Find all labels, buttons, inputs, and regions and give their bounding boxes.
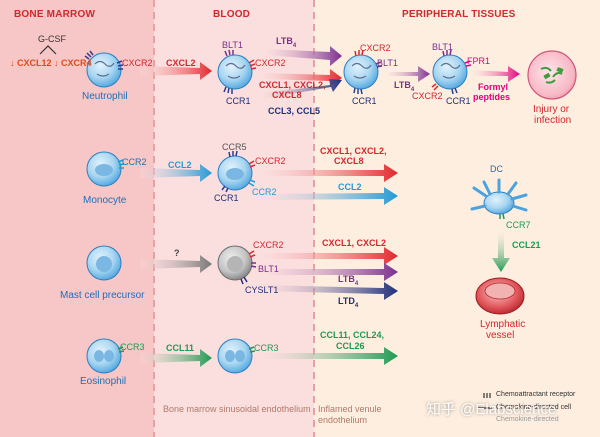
label-lymphatic: Lymphatic (480, 319, 526, 330)
injury-site (527, 50, 577, 100)
label-ccl-eos-1: CCL11, CCL24, (320, 330, 385, 340)
label-formyl: Formyl (478, 82, 509, 92)
neutrophil-blood-cell (217, 49, 257, 94)
arrow-cxcl-mix-monocyte (262, 164, 398, 182)
label-eosinophil: Eosinophil (80, 376, 127, 387)
mast-bm-cell (86, 245, 122, 281)
arrow-ltb4-top (265, 46, 342, 66)
eosinophil-bm-cell (86, 338, 125, 374)
label-cxcl-mast: CXCL1, CXCL2 (322, 238, 387, 248)
arrow-cxcl-mix-neutrophil (262, 69, 342, 87)
label-cxcl-mono-2: CXCL8 (334, 156, 364, 166)
label-ccr2-bm: CCR2 (122, 157, 147, 167)
label-monocyte: Monocyte (83, 195, 127, 206)
label-dc: DC (490, 164, 503, 174)
caption-bm-endothelium: Bone marrow sinusoidal endothelium (163, 404, 311, 414)
label-ltb4-mid: LTB4 (394, 80, 415, 93)
label-ccl11: CCL11 (166, 343, 195, 353)
label-blt1-blood: BLT1 (222, 40, 243, 50)
lymphatic-vessel (475, 277, 525, 315)
label-cxcr2-tissue-2: CXCR2 (412, 91, 443, 101)
gcsf-bracket (39, 45, 57, 55)
arrow-question-mast (140, 255, 212, 273)
label-peptides: peptides (473, 92, 511, 102)
neutrophil-tissue-cell-2 (431, 49, 472, 95)
label-cxcl12: ↓ CXCL12 (10, 58, 52, 68)
label-fpr1: FPR1 (467, 56, 491, 66)
header-blood: BLOOD (213, 9, 251, 20)
arrow-ccl21 (492, 232, 510, 272)
label-cxcl-mix-1: CXCL1, CXCL2, (259, 80, 326, 90)
mast-blood-cell (217, 245, 257, 285)
label-mast-cell: Mast cell precursor (60, 290, 145, 301)
bone-marrow-band (0, 0, 154, 437)
arrow-ltd4-mast (262, 282, 398, 300)
label-ccr1-blood: CCR1 (226, 96, 251, 106)
label-ccr1-mono: CCR1 (214, 193, 239, 203)
label-cxcr2-bm: CXCR2 (122, 58, 153, 68)
label-cxcr2-mast: CXCR2 (253, 240, 284, 250)
label-cyslt1: CYSLT1 (245, 285, 279, 295)
label-neutrophil: Neutrophil (82, 91, 128, 102)
neutrophil-tissue-cell-1 (343, 49, 383, 95)
arrow-cxcl2-neutrophil (140, 62, 212, 80)
label-blt1-tissue: BLT1 (377, 58, 398, 68)
label-cxcl-mono-1: CXCL1, CXCL2, (320, 146, 387, 156)
arrow-ccl2-tissue (262, 187, 398, 205)
header-bone-marrow: BONE MARROW (14, 9, 96, 20)
label-ccr2-blood: CCR2 (252, 187, 277, 197)
monocyte-bm-cell (86, 151, 125, 187)
label-injury: Injury or (533, 104, 570, 115)
arrow-ccl-tissue-eos (262, 347, 398, 365)
label-ccr7: CCR7 (506, 220, 531, 230)
eosinophil-blood-cell (217, 338, 256, 374)
arrow-ltb4-mast (262, 263, 398, 281)
header-peripheral: PERIPHERAL TISSUES (402, 9, 516, 20)
label-ltb4-mast: LTB4 (338, 274, 359, 287)
label-ccl2-tissue: CCL2 (338, 182, 362, 192)
label-ccr5: CCR5 (222, 142, 247, 152)
label-ccl-eos-2: CCL26 (336, 341, 365, 351)
label-blt1-tissue-2: BLT1 (432, 42, 453, 52)
label-blt1-mast: BLT1 (258, 264, 279, 274)
caption-inflamed-endothelium: Inflamed venule endothelium (318, 404, 382, 425)
legend-partial: Chemokine-directed (496, 416, 559, 423)
monocyte-blood-cell (217, 150, 256, 193)
dendritic-cell (470, 178, 528, 220)
label-ltb4-top: LTB4 (276, 36, 297, 49)
label-cxcr2-tissue: CXCR2 (360, 43, 391, 53)
label-ccl2-arrow: CCL2 (168, 160, 192, 170)
arrow-ccl3-ccl5 (262, 79, 342, 99)
label-infection: infection (534, 115, 572, 126)
label-cxcr2-blood: CXCR2 (255, 58, 286, 68)
legend-chemokine-directed: Chemokine-directed cell (496, 404, 572, 411)
watermark: 知乎 @Elabscience (426, 401, 557, 418)
label-ccr3-blood: CCR3 (254, 343, 279, 353)
label-cxcl2-arrow: CXCL2 (166, 58, 196, 68)
label-cxcl-mix-2: CXCL8 (272, 90, 302, 100)
arrow-formyl (472, 66, 520, 82)
legend-receptor-icon (483, 393, 491, 398)
label-ccl3-ccl5: CCL3, CCL5 (268, 106, 321, 116)
neutrophil-bm-cell (84, 50, 124, 88)
label-ccr1-tissue-2: CCR1 (446, 96, 471, 106)
label-question: ? (174, 248, 180, 258)
arrow-ccl2-monocyte (140, 164, 212, 182)
label-vessel: vessel (486, 330, 515, 341)
label-cxcr4: ↓ CXCR4 (54, 58, 92, 68)
label-ccr1-tissue: CCR1 (352, 96, 377, 106)
label-ltd4-mast: LTD4 (338, 296, 359, 309)
arrow-ltb4-mid (388, 66, 430, 82)
label-gcsf: G-CSF (38, 34, 66, 44)
arrow-cxcl-mix-mast (262, 247, 398, 265)
label-ccl21: CCL21 (512, 240, 541, 250)
label-cxcr2-mono: CXCR2 (255, 156, 286, 166)
legend-chemoattractant: Chemoattractant receptor (496, 391, 576, 398)
arrow-ccl11-eos (140, 349, 212, 367)
label-ccr3-bm: CCR3 (120, 342, 145, 352)
